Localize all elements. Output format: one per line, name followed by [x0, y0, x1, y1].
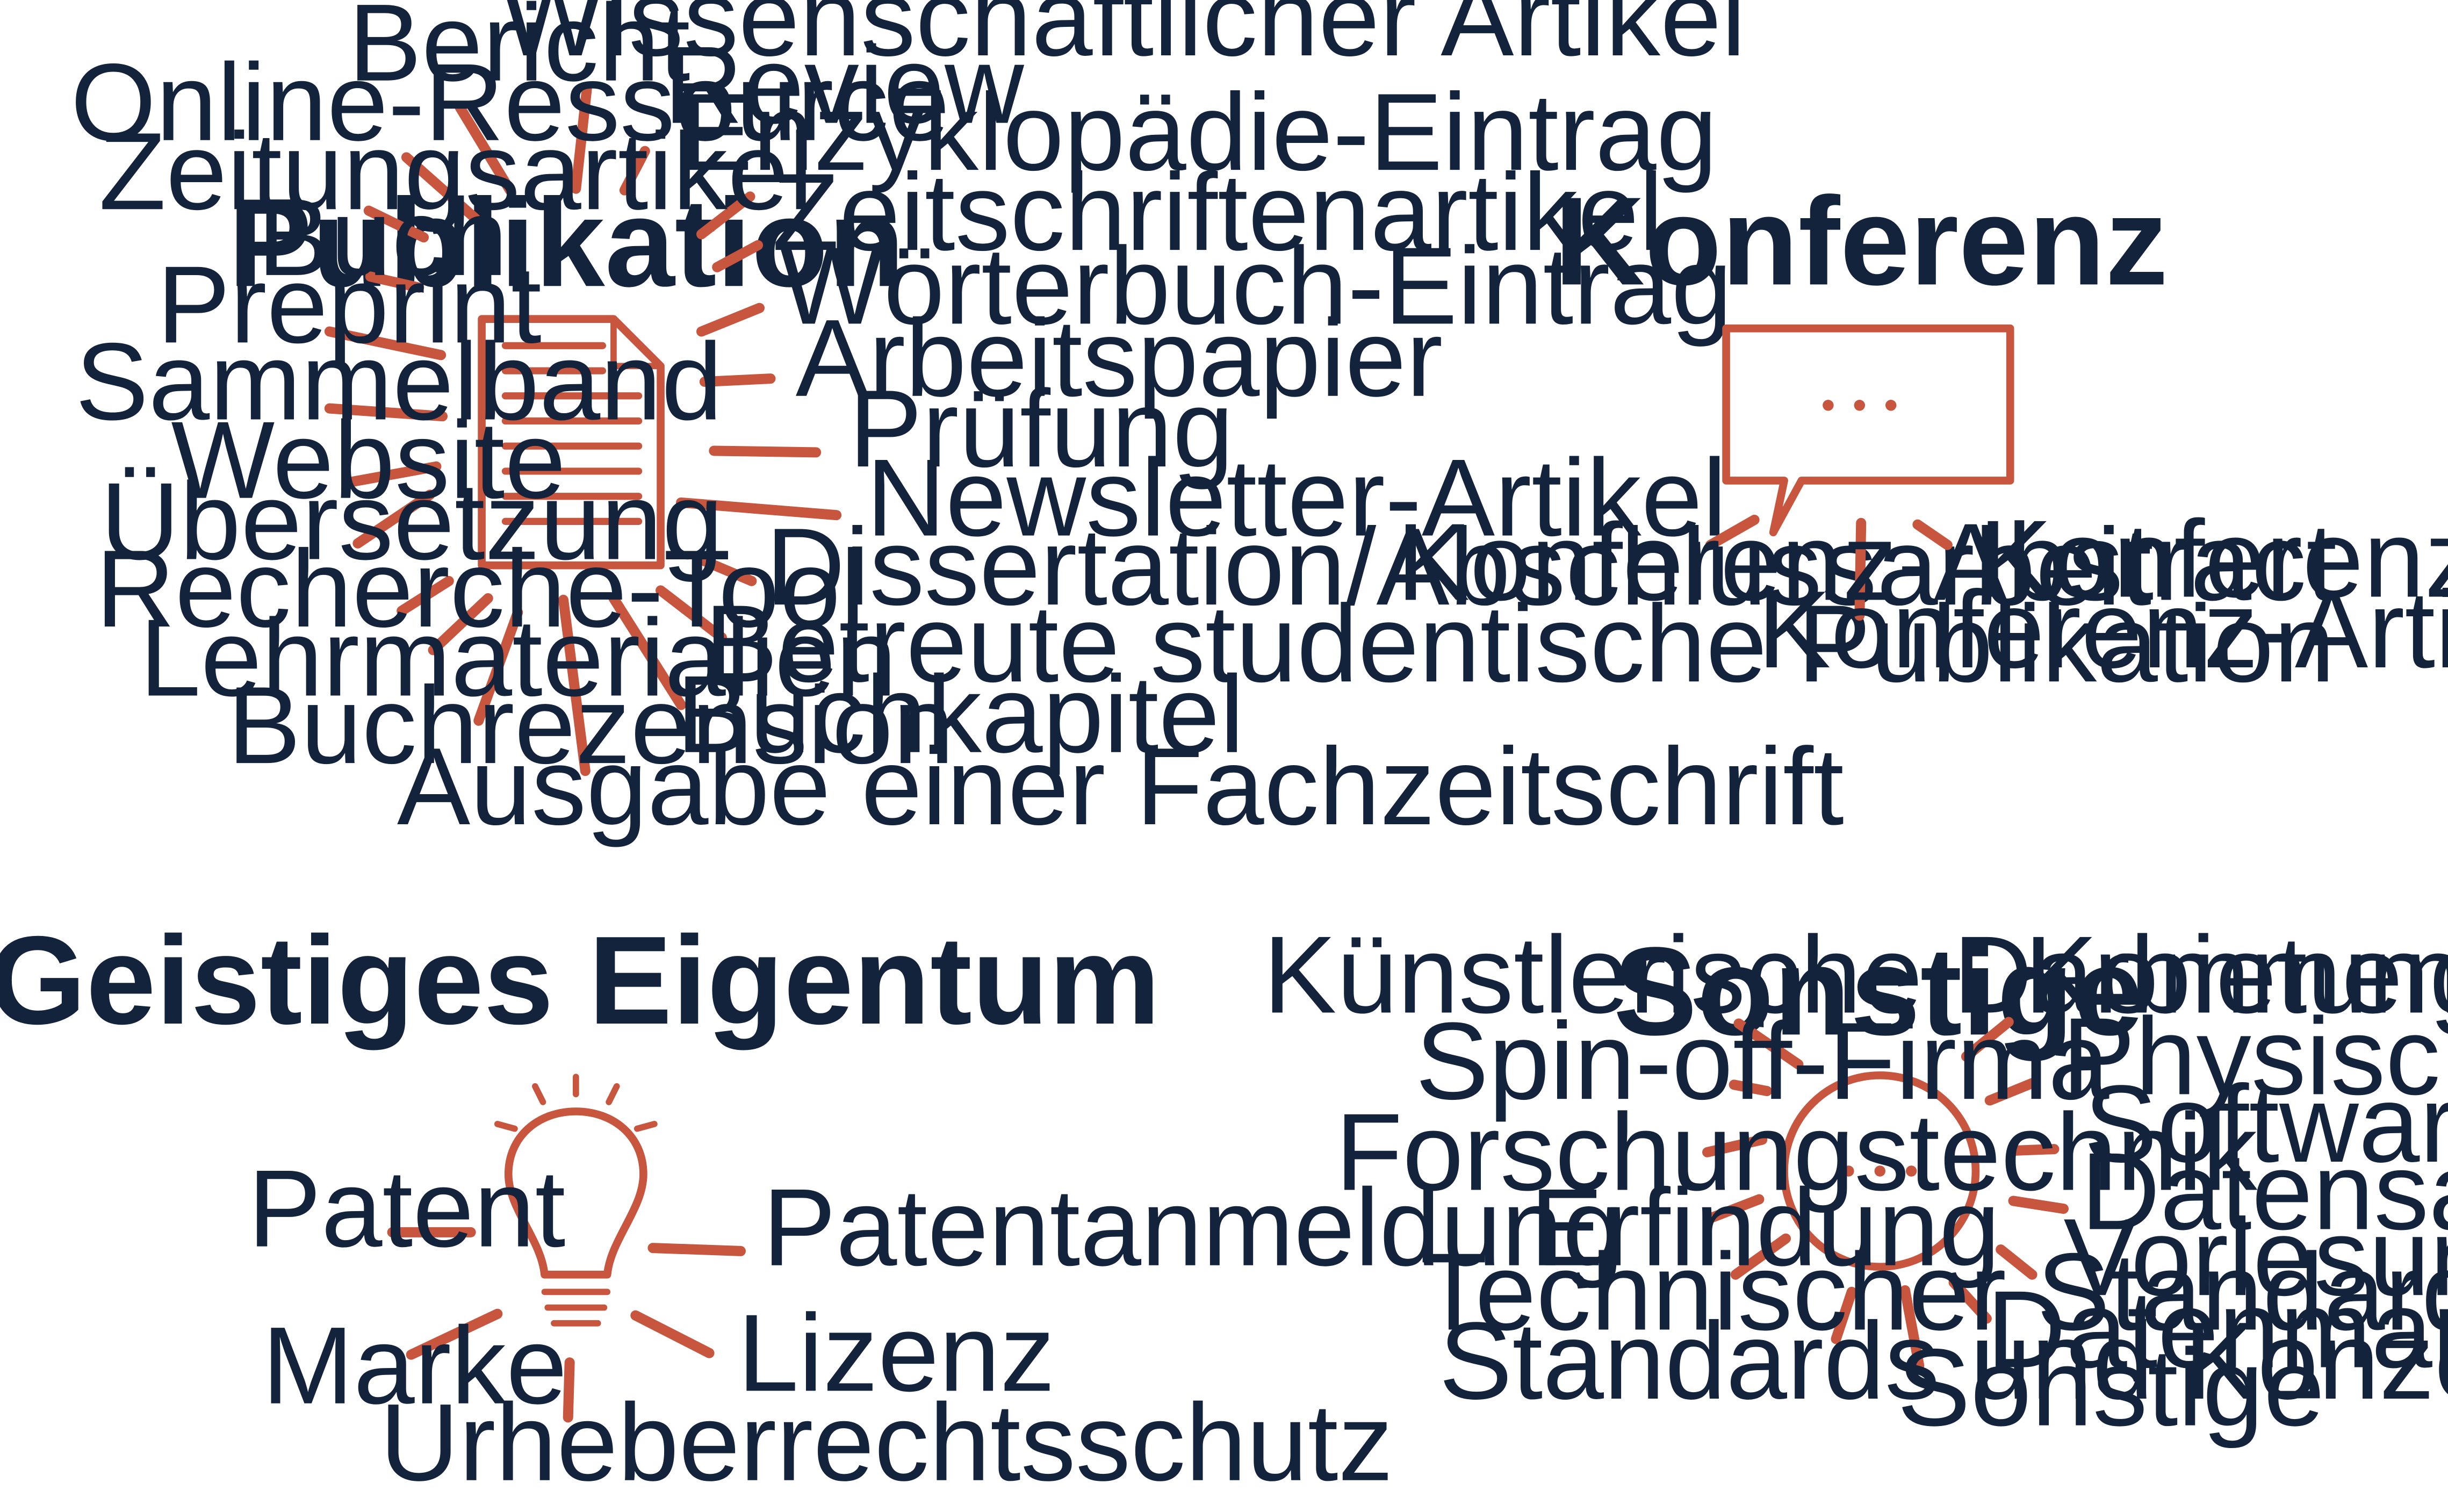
rays-geistiges-eigentum — [387, 1227, 746, 1423]
item-patent: Patent — [248, 1148, 565, 1270]
item-ausgabe-fachzeitschrift: Ausgabe einer Fachzeitschrift — [397, 725, 1844, 848]
group-geistiges-eigentum: Geistiges Eigentum Patent Patentanmeldun… — [0, 910, 1624, 1504]
rays-publikation — [324, 83, 842, 776]
item-urheberrechtsschutz: Urheberrechtsschutz — [380, 1381, 1393, 1504]
item-recherche-tool: Recherche-Tool — [96, 528, 865, 650]
item-patentanmeldung: Patentanmeldung — [762, 1167, 1624, 1289]
title-konferenz: Konferenz — [1554, 170, 2168, 311]
item-review: Review — [664, 24, 1025, 147]
item-betreute-studentische-publikation: Betreute studentische Publikation — [704, 582, 2335, 705]
item-forschungstechnik: Forschungstechnik — [1335, 1091, 2258, 1214]
item-sonstige: Sonstige — [1897, 1327, 2325, 1449]
item-sammelband: Sammelband — [75, 321, 722, 443]
item-website: Website — [171, 399, 566, 522]
item-technischer-standard: Technischer Standard — [1420, 1230, 2448, 1353]
title-sonstige: Sonstige — [1614, 920, 2144, 1061]
ellipsis-circle-icon — [1780, 1071, 1980, 1271]
item-preprint: Preprint — [157, 243, 542, 366]
item-datensatz: Datensatz — [2081, 1131, 2448, 1253]
group-konferenz: Konferenz Konferenz-Abstract Konferenz-P… — [1396, 170, 2448, 691]
labels-publikation: Bericht Wissenschaftlicher Artikel Revie… — [70, 0, 2335, 848]
item-zeitungsartikel: Zeitungsartikel — [99, 110, 813, 233]
item-woerterbuch-eintrag: Wörterbuch-Eintrag — [780, 225, 1732, 347]
group-sonstige: Sonstige Künstlerische Darbietung Kommen… — [1263, 914, 2448, 1449]
item-lehrmaterialien: Lehrmaterialien — [140, 597, 897, 719]
item-arbeitspapier: Arbeitspapier — [796, 297, 1443, 420]
item-lizenz: Lizenz — [738, 1292, 1055, 1414]
item-zeitschriftenartikel: Zeitschriftenartikel — [772, 151, 1664, 273]
item-buchkapitel: Buchkapitel — [676, 653, 1244, 776]
title-publikation: Publikation — [228, 172, 905, 313]
item-buch: Buch — [257, 176, 508, 299]
item-konferenz-poster: Konferenz-Poster — [1979, 498, 2448, 621]
document-icon — [478, 315, 665, 570]
rays-konferenz — [1705, 514, 1953, 621]
item-datenmanagementplan: Datenmanagementplan — [1986, 1269, 2448, 1391]
item-kommentar: Kommentar — [2024, 914, 2448, 1036]
light-bulb-icon — [494, 1074, 658, 1327]
item-uebersetzung: Übersetzung — [100, 460, 723, 582]
item-spin-off-firma: Spin-off-Firma — [1415, 1000, 2109, 1122]
labels-konferenz: Konferenz-Abstract Konferenz-Poster Konf… — [1396, 498, 2448, 691]
item-konferenz-abstract: Konferenz-Abstract — [1396, 501, 2337, 623]
item-erfindung: Erfindung — [1530, 1167, 2000, 1289]
item-online-ressource: Online-Ressource — [70, 41, 949, 164]
labels-geistiges-eigentum: Patent Patentanmeldung Marke Lizenz Urhe… — [248, 1148, 1623, 1504]
item-pruefung: Prüfung — [849, 368, 1234, 490]
item-enzyklopaedie-eintrag: Enzyklopädie-Eintrag — [680, 71, 1718, 193]
item-newsletter-artikel: Newsletter-Artikel — [866, 437, 1727, 559]
item-kuenstlerische-darbietung: Künstlerische Darbietung — [1263, 914, 2448, 1036]
item-physisches-objekt: Physisches Objekt — [2062, 995, 2448, 1118]
item-konferenz-artikel: Konferenz-Artikel — [1758, 568, 2448, 691]
item-marke: Marke — [262, 1305, 567, 1427]
item-standards-und-konzepte: Standards und Konzepte — [1439, 1300, 2448, 1422]
item-wissenschaftlicher-artikel: Wissenschaftlicher Artikel — [501, 0, 1746, 79]
rays-sonstige — [1702, 1017, 2069, 1371]
item-bericht: Bericht — [348, 0, 690, 104]
item-software: Software — [2084, 1063, 2448, 1185]
labels-sonstige: Künstlerische Darbietung Kommentar Spin-… — [1263, 914, 2448, 1449]
item-buchrezension: Buchrezension — [227, 664, 954, 787]
speech-bubble-icon — [1722, 324, 2014, 537]
item-vorlesung-referat: Vorlesung/Referat — [2063, 1196, 2448, 1319]
title-geistiges-eigentum: Geistiges Eigentum — [0, 910, 1160, 1050]
group-publikation: Publikation — [70, 0, 2335, 848]
